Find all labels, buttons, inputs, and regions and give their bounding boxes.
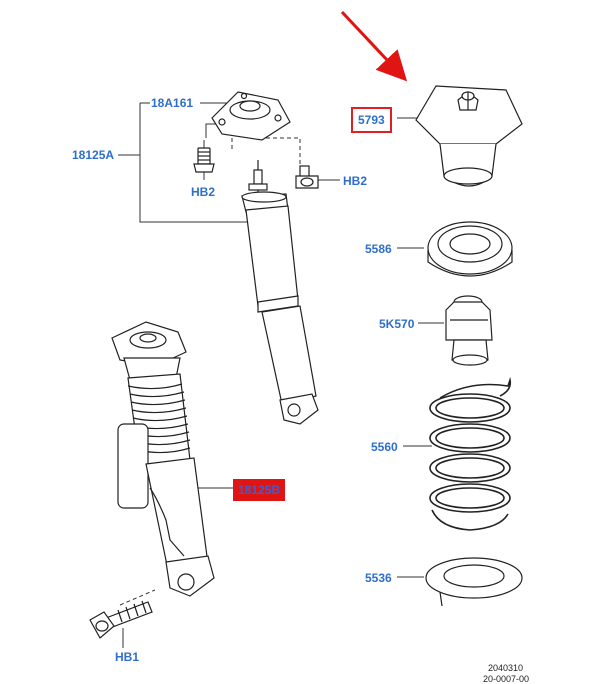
callout-5560: 5560 — [371, 440, 398, 454]
callout-5536: 5536 — [365, 571, 392, 585]
callout-5k570: 5K570 — [379, 317, 415, 331]
figure-code: 2040310 — [488, 663, 524, 673]
spring-cap-5793 — [415, 85, 523, 187]
coil-spring-5560 — [429, 376, 512, 531]
air-strut-18125b — [111, 321, 215, 597]
callout-hb1: HB1 — [115, 650, 140, 664]
callout-18125b-highlighted: 18125B — [233, 479, 286, 501]
callout-18a161: 18A161 — [151, 96, 194, 110]
callout-hb2-right: HB2 — [343, 174, 368, 188]
figure-code-partial: 20-0007-00 — [483, 674, 530, 684]
shock-absorber-18125a — [241, 160, 319, 425]
callout-5793-highlighted: 5793 — [351, 107, 392, 133]
callout-5586: 5586 — [365, 242, 392, 256]
bolt-hb2-left-icon — [193, 147, 215, 173]
bump-stop-5k570 — [445, 295, 493, 366]
callout-hb2-left: HB2 — [191, 185, 216, 199]
bolt-hb1-icon — [89, 600, 153, 639]
leader-lines-right — [397, 117, 444, 578]
bolt-hb2-right-icon — [295, 165, 319, 189]
top-mount-18a161 — [211, 91, 291, 141]
upper-spring-seat-5586 — [427, 221, 513, 277]
lower-spring-seat-5536 — [425, 557, 523, 607]
red-pointer-arrow — [340, 10, 408, 82]
callout-18125a: 18125A — [72, 148, 115, 162]
